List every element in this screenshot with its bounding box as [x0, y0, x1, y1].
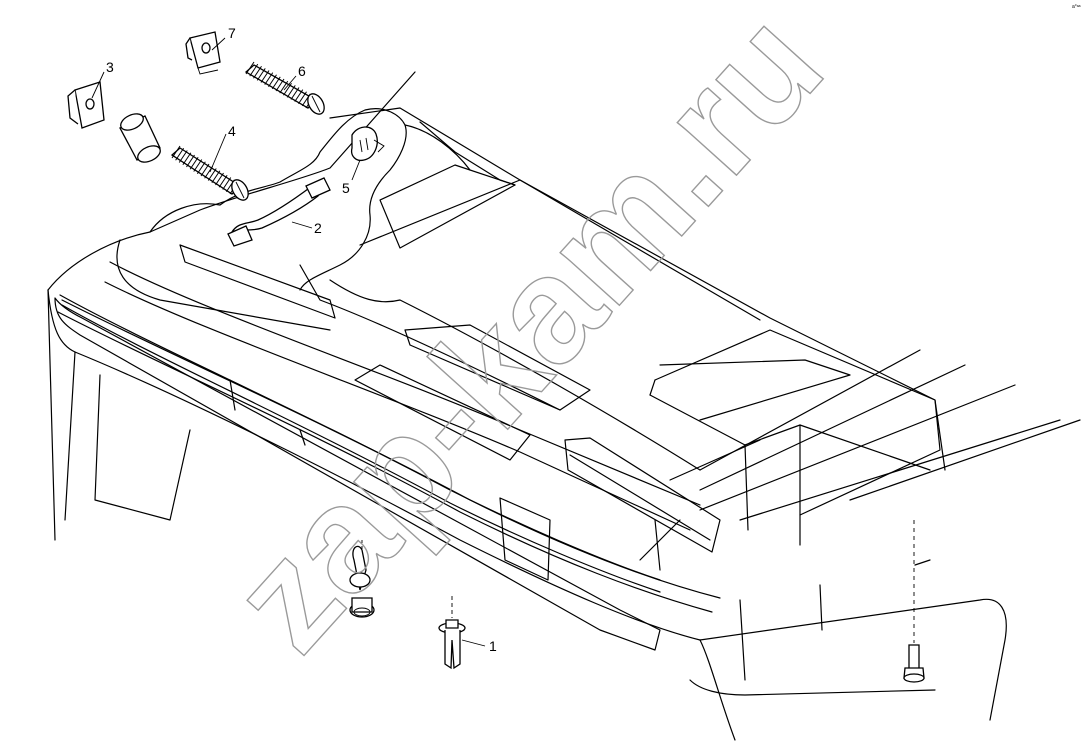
screw-right	[903, 520, 925, 683]
callout-6: 6	[298, 63, 306, 79]
callout-2: 2	[314, 220, 322, 236]
push-clip-assembly	[349, 540, 375, 618]
part-2-grab-handle	[227, 177, 331, 247]
spacer-tube	[119, 113, 161, 163]
callout-1: 1	[489, 638, 497, 654]
callout-5: 5	[342, 180, 350, 196]
callout-4: 4	[228, 123, 236, 139]
part-3-clip-nut	[67, 81, 105, 129]
callout-3: 3	[106, 59, 114, 75]
part-6-bolt	[244, 61, 325, 115]
part-1-push-rivet	[438, 596, 466, 670]
part-4-bolt	[170, 145, 249, 201]
callout-leaders	[91, 37, 486, 647]
cab-body-drawing	[47, 71, 1081, 741]
corner-mark: a°ᵃᵃ	[1072, 4, 1081, 10]
part-7-clip-nut	[185, 31, 221, 75]
callout-7: 7	[228, 25, 236, 41]
part-5-hook	[350, 126, 385, 162]
